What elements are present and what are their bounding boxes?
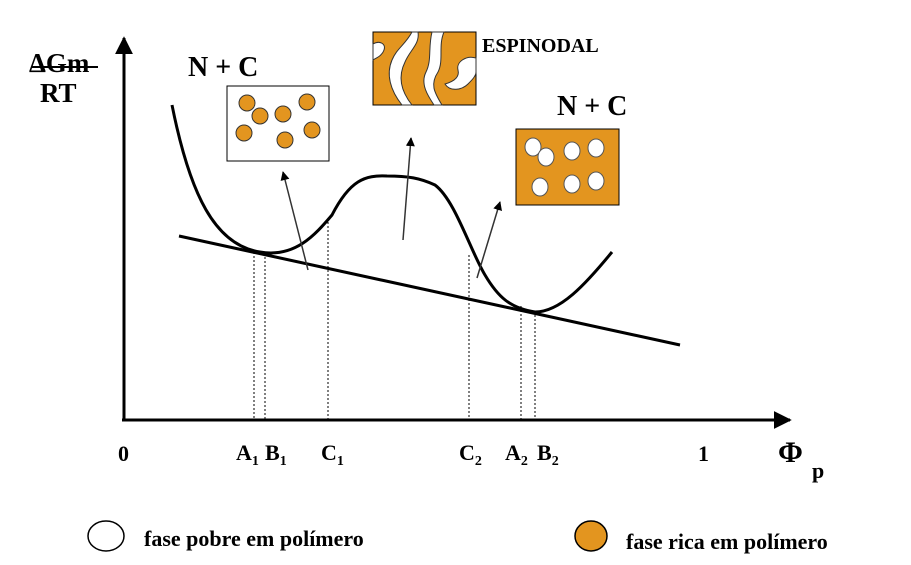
y-axis-label-top: ΔGm <box>29 48 90 78</box>
legend-rich-label: fase rica em polímero <box>626 529 828 554</box>
svg-text:B1: B1 <box>265 440 287 469</box>
point-label-c2: C2 <box>459 440 482 469</box>
point-label-b1: B1 <box>265 440 287 469</box>
spinodal-box <box>372 31 477 106</box>
svg-text:A1: A1 <box>236 440 259 469</box>
arrow-right-box <box>476 201 502 279</box>
point-label-a2: A2 <box>505 440 528 469</box>
rich-phase-droplet <box>303 121 321 139</box>
rich-phase-droplet <box>298 93 316 111</box>
legend: fase pobre em polímero fase rica em polí… <box>87 520 828 554</box>
rich-phase-droplet <box>238 94 256 112</box>
poor-phase-droplet <box>524 137 542 157</box>
rich-phase-droplet <box>274 105 292 123</box>
y-axis-label-bottom: RT <box>40 78 77 108</box>
rich-phase-droplet <box>276 131 294 149</box>
poor-phase-droplet <box>587 171 605 191</box>
region-label-right: N + C <box>557 91 627 122</box>
x-axis-label: Φ p <box>778 436 824 483</box>
region-label-spinodal: ESPINODAL <box>482 35 599 57</box>
common-tangent-line <box>178 234 681 347</box>
svg-text:A2: A2 <box>505 440 528 469</box>
poor-phase-droplet <box>537 147 555 167</box>
x-min-label: 0 <box>118 441 129 466</box>
legend-rich-swatch <box>574 520 608 552</box>
svg-text:C1: C1 <box>321 440 344 469</box>
point-label-a1: A1 <box>236 440 259 469</box>
arrow-spinodal-box <box>402 137 415 241</box>
point-label-c1: C1 <box>321 440 344 469</box>
right-phase-droplets <box>524 137 605 197</box>
svg-text:p: p <box>812 458 824 483</box>
projection-lines <box>253 218 536 420</box>
svg-text:B2: B2 <box>537 440 559 469</box>
rich-phase-droplet <box>235 124 253 142</box>
poor-phase-droplet <box>563 141 581 161</box>
region-label-left: N + C <box>188 52 258 83</box>
poor-phase-droplet <box>531 177 549 197</box>
legend-poor-label: fase pobre em polímero <box>144 526 364 551</box>
point-label-b2: B2 <box>537 440 559 469</box>
svg-text:Φ: Φ <box>778 436 803 469</box>
svg-text:C2: C2 <box>459 440 482 469</box>
x-max-label: 1 <box>698 441 709 466</box>
rich-phase-droplet <box>251 107 269 125</box>
arrow-left-box <box>280 171 309 271</box>
poor-phase-droplet <box>563 174 581 194</box>
legend-poor-swatch <box>87 520 125 552</box>
poor-phase-droplet <box>587 138 605 158</box>
left-phase-droplets <box>235 93 321 149</box>
